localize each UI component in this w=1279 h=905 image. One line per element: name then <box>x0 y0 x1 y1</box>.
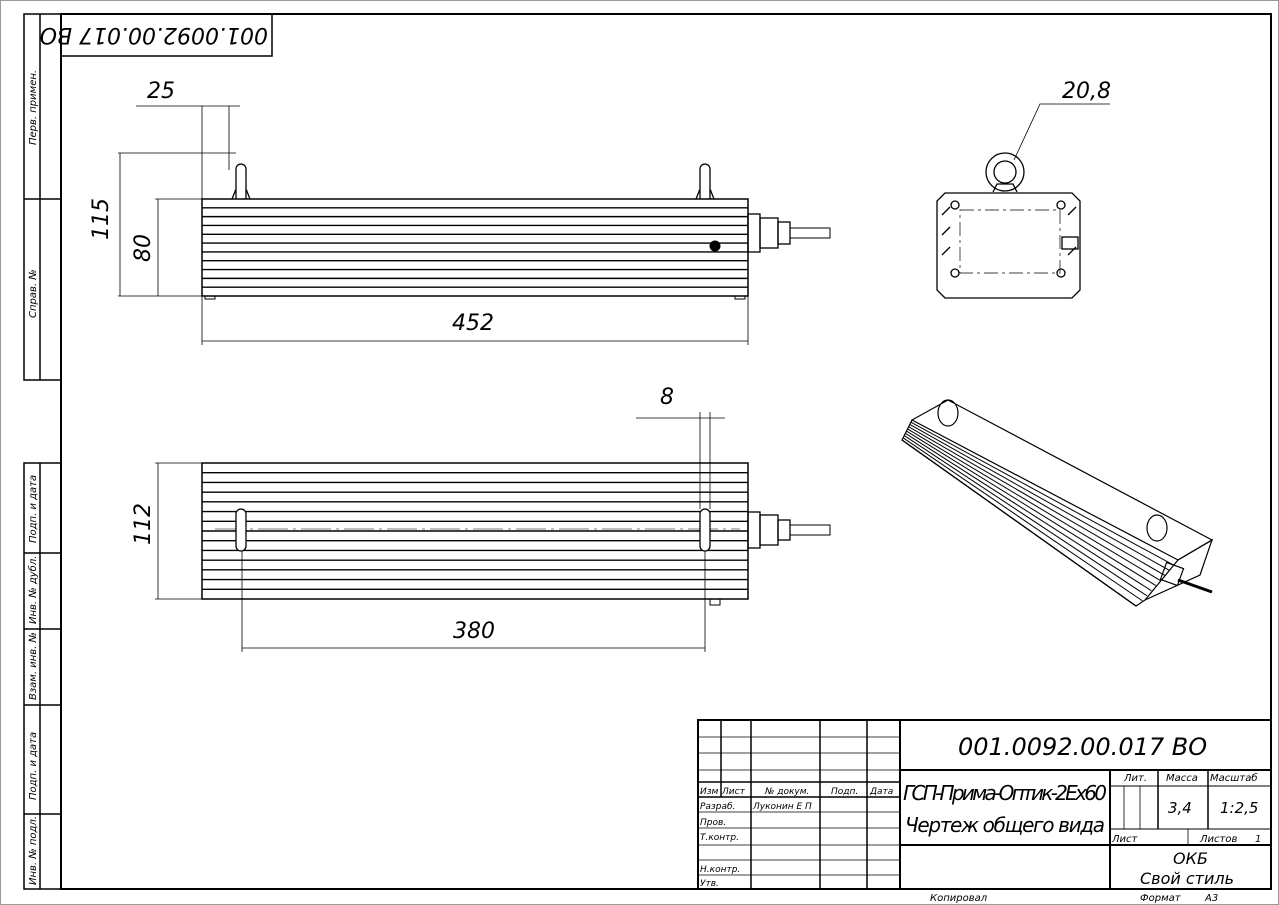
drawing-frame <box>60 13 1272 890</box>
bottom-dimensions <box>155 412 725 652</box>
front-dimensions <box>118 105 749 345</box>
rib-line <box>907 428 1161 581</box>
rib-line <box>905 432 1152 592</box>
bottom-view <box>201 462 831 606</box>
rotated-stamp-box <box>60 13 273 57</box>
role-label: Пров. <box>700 818 726 828</box>
org-line2: Свой стиль <box>1140 869 1234 888</box>
side-view <box>936 103 1110 299</box>
title-block <box>697 719 1272 890</box>
side-label: Перв. примен. <box>28 70 39 145</box>
isometric-view <box>901 399 1214 607</box>
rib-line <box>909 424 1170 571</box>
product-name: ГСП-Прима-Оптик-2Ex60 <box>903 781 1107 805</box>
side-strip-top <box>23 13 62 381</box>
sheet-label: Лист <box>1111 834 1139 845</box>
scale-label: Масштаб <box>1210 772 1258 784</box>
designation: 001.0092.00.017 ВО <box>958 733 1207 761</box>
format-label: Формат <box>1140 893 1182 904</box>
dim-length: 452 <box>452 311 494 336</box>
dim-bolt-offset: 25 <box>147 79 175 104</box>
rib-line <box>902 437 1143 602</box>
rib-line <box>906 430 1157 586</box>
dim-ring-diameter: 20,8 <box>1062 79 1111 104</box>
side-label: Инв. № дубл. <box>27 556 39 624</box>
rib-line <box>908 426 1165 576</box>
mass-value: 3,4 <box>1168 799 1192 817</box>
role-label: Утв. <box>700 879 719 889</box>
document-name: Чертеж общего вида <box>905 813 1105 837</box>
lit-label: Лит. <box>1123 773 1147 784</box>
side-strip-bottom <box>23 462 62 890</box>
copied-label: Копировал <box>930 893 988 904</box>
scale-value: 1:2,5 <box>1220 799 1258 817</box>
sheets-count: 1 <box>1255 834 1261 845</box>
side-label: Справ. № <box>28 269 39 318</box>
rotated-stamp-code: 001.0092.00.017 ВО <box>40 22 268 47</box>
rib-line <box>910 421 1174 566</box>
dim-bolt-spacing: 380 <box>453 619 495 644</box>
header-date: Дата <box>869 787 893 797</box>
header-sign: Подп. <box>831 787 858 797</box>
mass-label: Масса <box>1166 773 1198 784</box>
title-block-text: 001.0092.00.017 ВО ГСП-Прима-Оптик-2Ex60… <box>700 733 1261 904</box>
sheets-label: Листов <box>1199 834 1237 845</box>
developer-name: Луконин Е П <box>752 802 812 812</box>
dim-height-body: 80 <box>131 234 156 262</box>
side-label: Взам. инв. № <box>28 632 39 700</box>
header-list: Лист <box>721 787 746 797</box>
org-line1: ОКБ <box>1173 849 1208 868</box>
header-doc-no: № докум. <box>764 787 809 797</box>
side-label: Подп. и дата <box>28 732 39 800</box>
role-label: Разраб. <box>700 802 735 812</box>
front-view <box>201 163 831 300</box>
header-izm: Изм <box>700 787 719 797</box>
side-label: Подп. и дата <box>28 475 39 543</box>
role-label: Т.контр. <box>700 833 739 843</box>
dim-height-total: 115 <box>89 198 114 240</box>
role-label: Н.контр. <box>700 865 740 875</box>
dim-width: 112 <box>131 503 156 545</box>
dim-bolt-width: 8 <box>660 385 674 410</box>
side-label: Инв. № подл. <box>28 816 39 885</box>
rib-line <box>903 435 1148 597</box>
format-value: А3 <box>1204 893 1218 904</box>
